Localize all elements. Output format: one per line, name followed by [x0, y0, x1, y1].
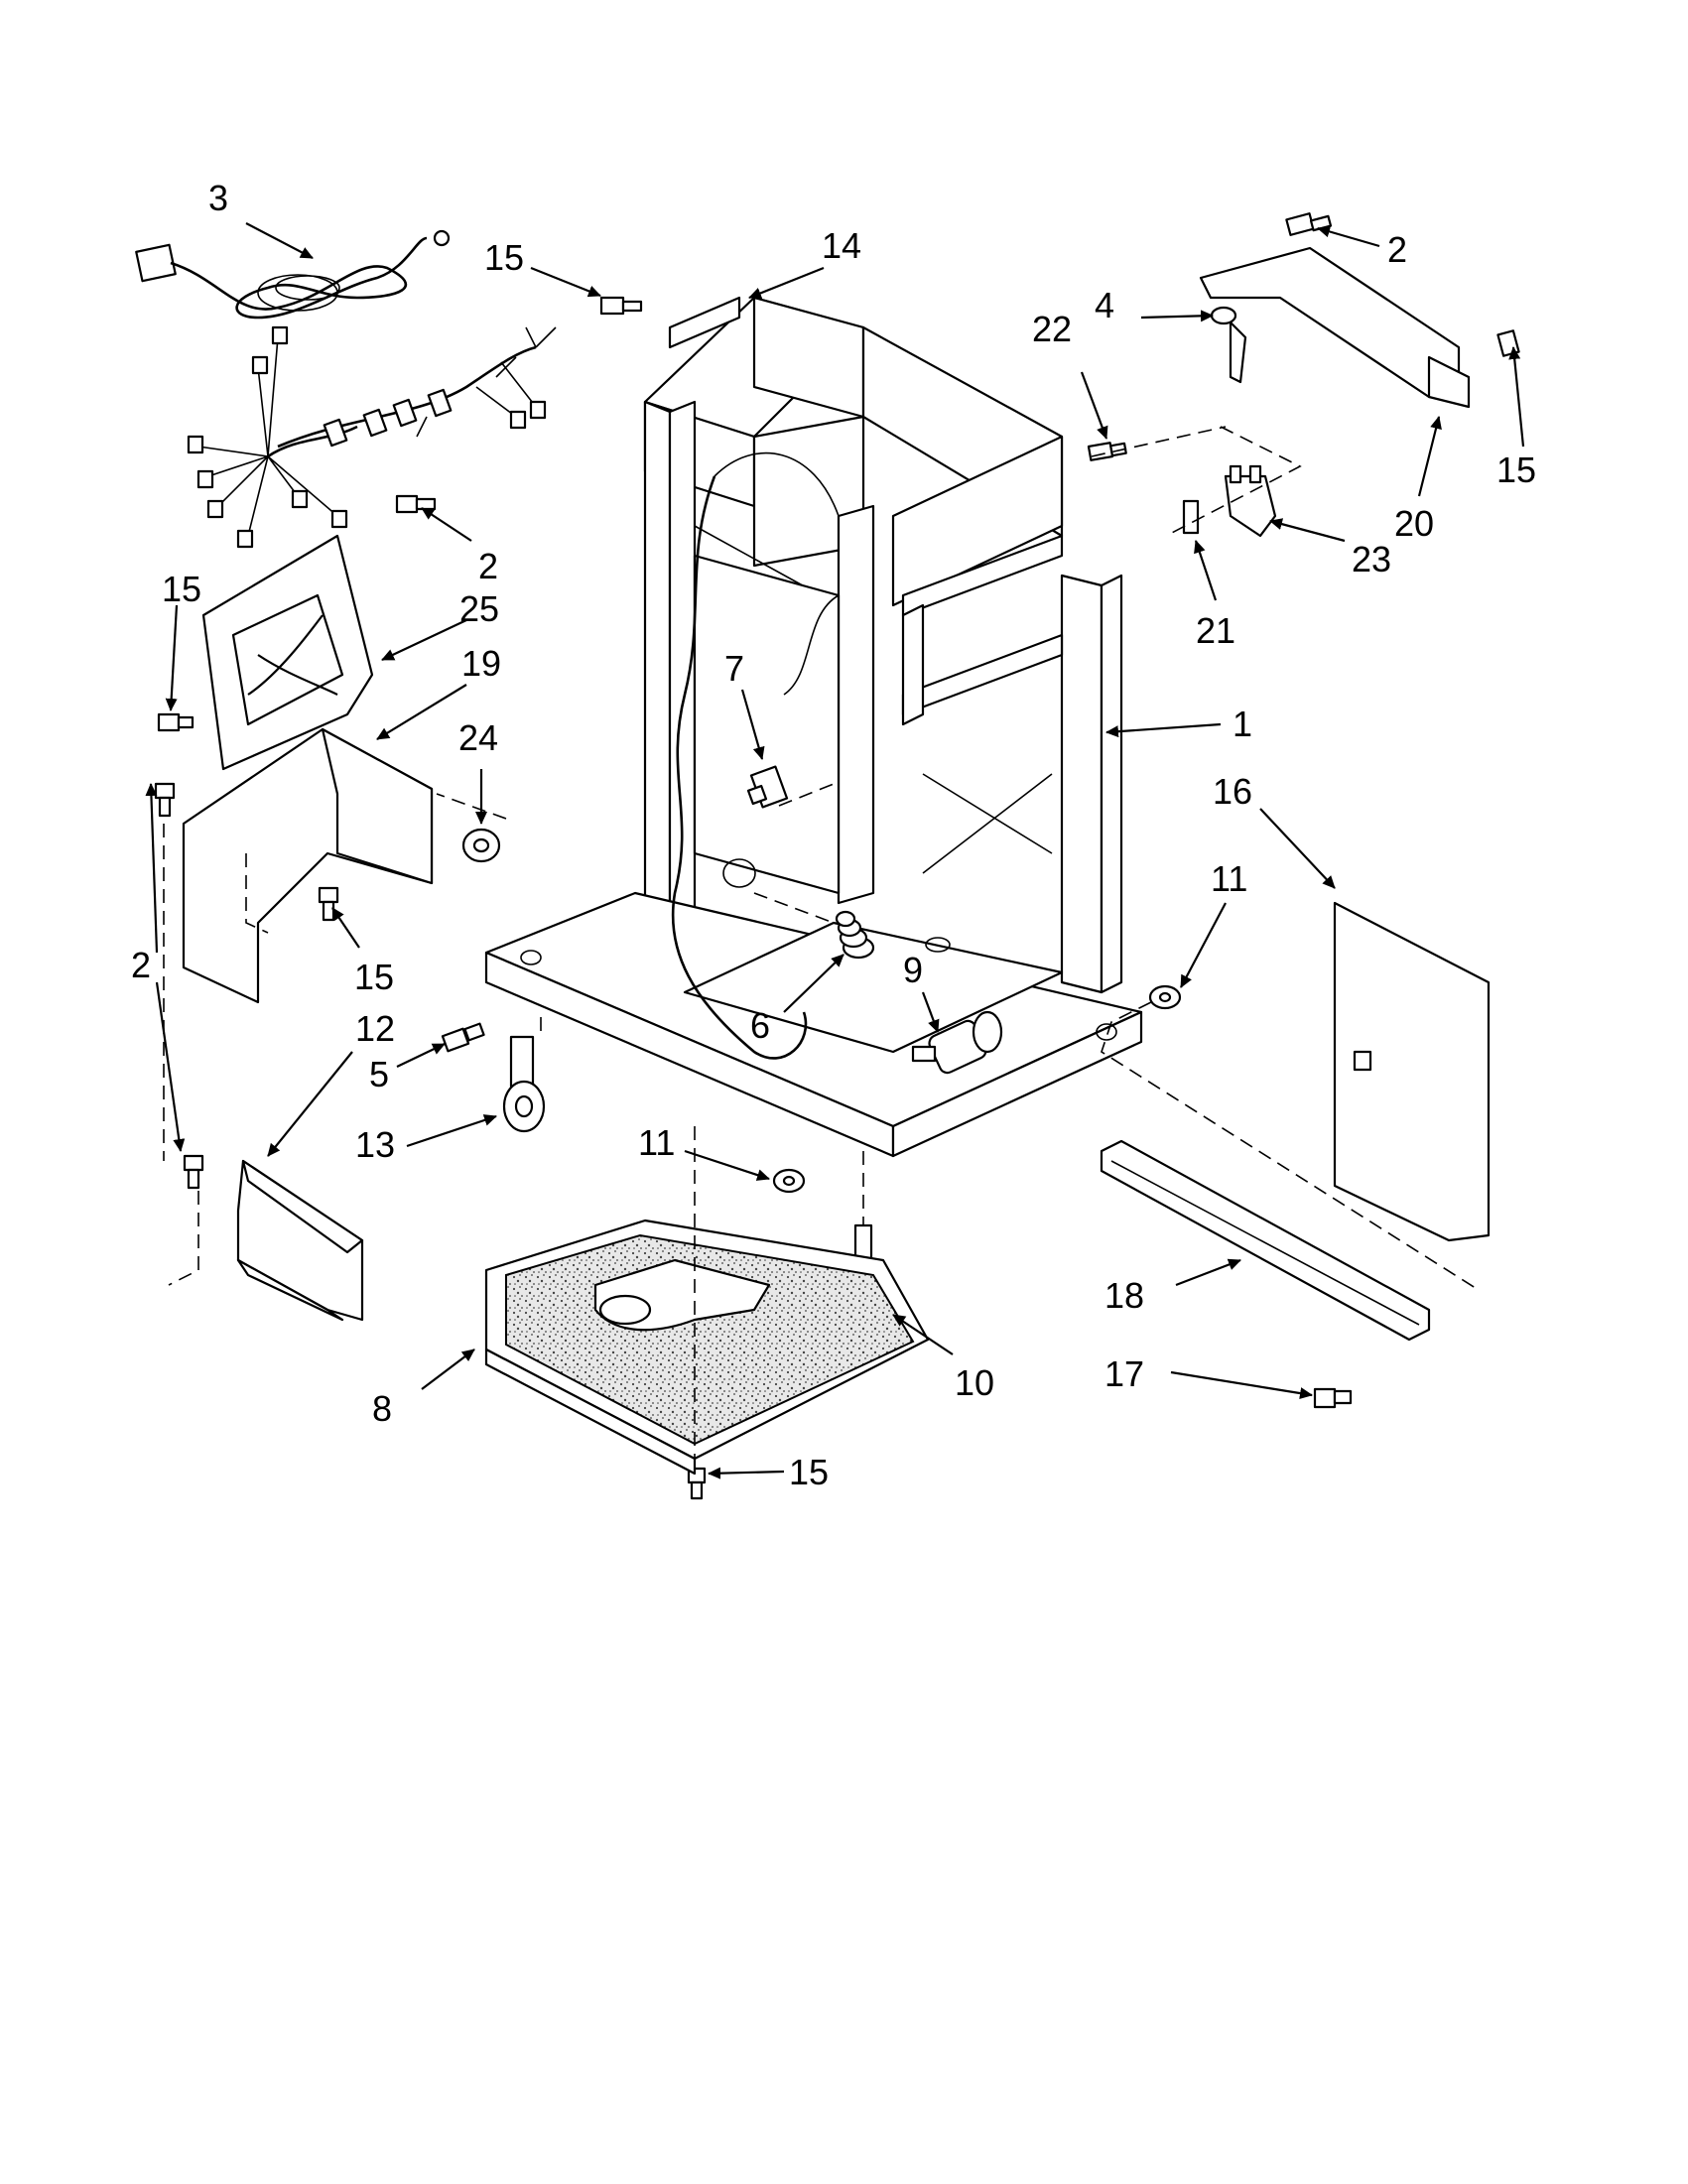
callout-15-bottom: 15 — [789, 1452, 829, 1492]
cabinet-frame — [484, 296, 1143, 1158]
screw-5 — [441, 1022, 485, 1053]
callout-2-cover: 2 — [131, 945, 151, 985]
plug-7 — [746, 765, 789, 809]
screw-15-cover — [318, 886, 339, 922]
callout-11-right: 11 — [1211, 858, 1247, 899]
callout-15: 15 — [484, 237, 524, 278]
screw-22 — [1087, 442, 1127, 461]
assembly-lines — [163, 426, 1480, 1469]
switch-23 — [1224, 464, 1277, 538]
nut-11-right — [1148, 984, 1182, 1010]
screw-15-left — [157, 712, 195, 732]
callout-24: 24 — [458, 717, 498, 758]
valve-9 — [911, 1010, 1003, 1075]
screw-2-top — [1285, 212, 1333, 236]
callout-19: 19 — [461, 643, 501, 684]
washer-24 — [461, 828, 501, 863]
callout-14: 14 — [822, 225, 861, 266]
callout-4: 4 — [1095, 285, 1114, 325]
callout-23: 23 — [1352, 539, 1391, 579]
screw-17 — [1313, 1387, 1353, 1409]
callout-5: 5 — [369, 1054, 389, 1094]
callout-16: 16 — [1213, 771, 1252, 812]
screw-15-bottom — [687, 1467, 707, 1500]
callout-1: 1 — [1233, 704, 1252, 744]
callout-13: 13 — [355, 1124, 395, 1165]
callout-7: 7 — [724, 648, 744, 689]
callout-21: 21 — [1196, 610, 1235, 651]
screw-15-right — [1496, 329, 1520, 357]
power-cord — [135, 229, 451, 320]
callout-22: 22 — [1032, 309, 1072, 349]
callout-15-right: 15 — [1496, 450, 1536, 490]
callout-2-harness: 2 — [478, 546, 498, 586]
nut-11-bottom — [772, 1168, 806, 1194]
bracket-12 — [236, 1159, 364, 1322]
bracket-20 — [1199, 246, 1471, 409]
bracket-14 — [668, 296, 741, 349]
callout-11-bottom: 11 — [638, 1122, 675, 1163]
callout-2: 2 — [1387, 229, 1407, 270]
rear-panel-16 — [1333, 901, 1491, 1242]
screw-2-bracket — [183, 1154, 204, 1190]
leader-arrows — [145, 222, 1525, 1479]
caster-13 — [502, 1035, 546, 1133]
screw-15-top — [599, 296, 643, 316]
clip-4 — [1210, 306, 1247, 384]
cover-19 — [182, 727, 434, 1004]
callout-12: 12 — [355, 1008, 395, 1049]
base-pad-8 — [484, 1219, 930, 1476]
callout-20: 20 — [1394, 503, 1434, 544]
callout-8: 8 — [372, 1388, 392, 1429]
callout-6: 6 — [750, 1005, 770, 1046]
callout-18: 18 — [1104, 1275, 1144, 1316]
callout-3: 3 — [208, 178, 228, 218]
panel-25 — [201, 534, 374, 771]
rail-18 — [1100, 1139, 1431, 1342]
plate-21 — [1182, 499, 1200, 535]
spring-6 — [835, 910, 875, 960]
callout-9: 9 — [903, 950, 923, 990]
callout-15-cover: 15 — [354, 957, 394, 997]
callout-25: 25 — [459, 588, 499, 629]
callout-10: 10 — [955, 1362, 994, 1403]
wire-harness — [187, 325, 557, 549]
callout-17: 17 — [1104, 1353, 1144, 1394]
callout-labels: 3 15 14 2 4 22 15 20 23 21 2 15 25 19 24… — [131, 178, 1536, 1492]
screw-2-cover — [154, 782, 176, 818]
callout-15-left: 15 — [162, 569, 201, 609]
screw-2-harness — [395, 494, 437, 514]
